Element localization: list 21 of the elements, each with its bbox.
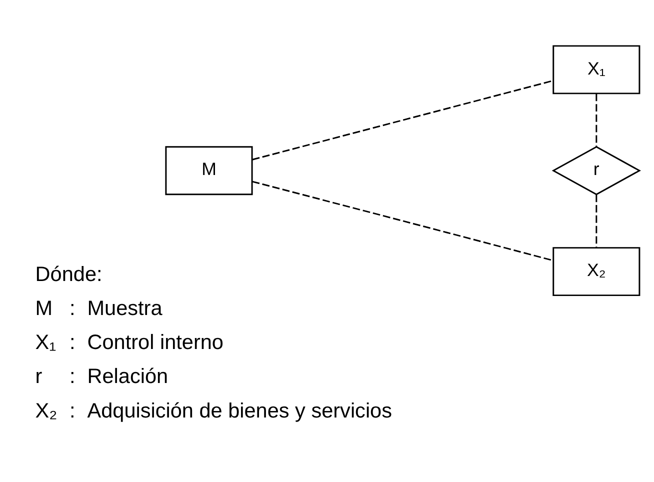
- node-diamond: r: [552, 146, 641, 195]
- label: Muestra: [87, 296, 162, 320]
- connector: [252, 79, 554, 160]
- connector: [252, 180, 554, 261]
- connector: [596, 93, 598, 146]
- label: Relación: [87, 364, 168, 388]
- label: X₁: [35, 330, 56, 354]
- label: :: [69, 330, 76, 354]
- label: M: [35, 296, 53, 320]
- node-box: X₁: [552, 44, 640, 94]
- label: Control interno: [87, 330, 224, 354]
- label: :: [69, 296, 76, 320]
- label: :: [69, 398, 76, 422]
- node-box: M: [165, 146, 253, 195]
- label: :: [69, 364, 76, 388]
- node-box: X₂: [552, 246, 640, 296]
- label: r: [35, 364, 42, 388]
- label: X₂: [35, 398, 58, 422]
- label: Adquisición de bienes y servicios: [87, 398, 392, 422]
- connector: [596, 194, 598, 247]
- label: Dónde:: [35, 262, 102, 286]
